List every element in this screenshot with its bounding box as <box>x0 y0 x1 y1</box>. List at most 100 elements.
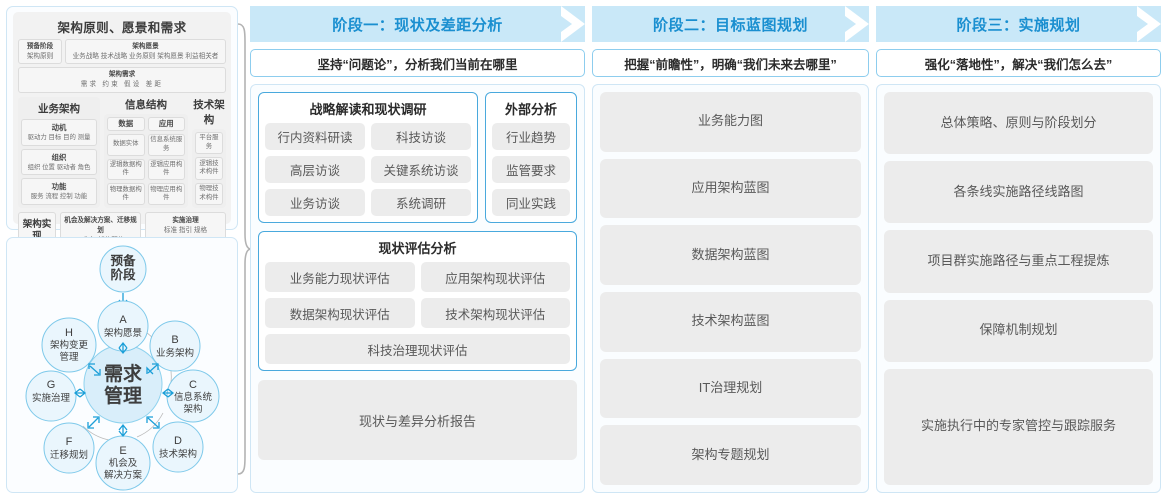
adm-node-g[interactable] <box>25 370 77 422</box>
adm-arrow-a-center <box>118 341 128 355</box>
togaf-column-information-structure: 信息结构 数据 数据实体 逻辑数据构件 物理数据构件 应用 信息系统服务 <box>104 97 188 209</box>
togaf-subcolumn-application-head: 应用 <box>147 116 185 131</box>
chip-implementation-item[interactable]: 各条线实施路径线路图 <box>884 161 1153 224</box>
adm-node-c-label-2: 架构 <box>183 403 202 415</box>
adm-node-preliminary-label-1: 预备 <box>110 253 136 268</box>
stage-2-subtitle-bar: 把握“前瞻性”，明确“我们未来去哪里” <box>592 49 869 77</box>
chevron-right-icon <box>1137 6 1161 42</box>
togaf-block-function-title: 功能 <box>51 182 67 192</box>
togaf-cell-architecture-requirements-items: 需求 约束 假设 差距 <box>80 80 164 88</box>
stage-1-header[interactable]: 阶段一：现状及差距分析 <box>250 6 585 42</box>
adm-arrow-d-center <box>146 416 160 429</box>
left-column: 架构原则、愿景和需求 预备阶段 架构原则 架构愿景 业务战略 技术战略 业务原则… <box>6 6 238 493</box>
adm-node-h[interactable] <box>41 317 97 373</box>
adm-node-f[interactable] <box>43 422 95 474</box>
togaf-subcolumn-data-item: 数据实体 <box>107 133 145 156</box>
group-external-analysis-title: 外部分析 <box>504 102 557 117</box>
stage-2-header-label: 阶段二：目标蓝图规划 <box>652 16 808 34</box>
stage-3-item-list: 总体策略、原则与阶段划分 各条线实施路径线路图 项目群实施路径与重点工程提炼 保… <box>884 92 1153 486</box>
adm-node-e-label-2: 解决方案 <box>104 469 143 481</box>
adm-arrow-g-center <box>73 388 87 398</box>
chip-external-item[interactable]: 行业趋势 <box>492 123 570 150</box>
adm-node-a-label: 架构愿景 <box>104 327 142 339</box>
togaf-cell-architecture-vision-head: 架构愿景 <box>132 43 159 50</box>
chip-external-item[interactable]: 监管要求 <box>492 156 570 183</box>
togaf-subcolumn-data-item: 物理数据构件 <box>107 183 145 206</box>
stage-2: 阶段二：目标蓝图规划 把握“前瞻性”，明确“我们未来去哪里” 业务能力图 应用架… <box>592 6 869 493</box>
stage-1-subtitle-bar: 坚持“问题论”，分析我们当前在哪里 <box>250 49 585 77</box>
togaf-subcolumn-application-item: 逻辑应用构件 <box>147 158 185 181</box>
stage-3-body: 总体策略、原则与阶段划分 各条线实施路径线路图 项目群实施路径与重点工程提炼 保… <box>876 84 1161 493</box>
chip-blueprint-item[interactable]: 应用架构蓝图 <box>600 158 861 219</box>
togaf-cell-preliminary: 预备阶段 架构原则 <box>18 39 62 65</box>
stage-2-header[interactable]: 阶段二：目标蓝图规划 <box>592 6 869 42</box>
stage-3-subtitle-bar: 强化“落地性”，解决“我们怎么去” <box>876 49 1161 77</box>
adm-node-d-key: D <box>174 435 182 447</box>
chip-implementation-item[interactable]: 总体策略、原则与阶段划分 <box>884 92 1153 155</box>
chip-strategy-item[interactable]: 系统调研 <box>371 189 471 216</box>
group-current-state-assessment: 现状评估分析 业务能力现状评估 应用架构现状评估 数据架构现状评估 技术架构现状… <box>258 231 577 371</box>
togaf-row-requirements: 架构需求 需求 约束 假设 差距 <box>18 67 226 93</box>
stage-3-header[interactable]: 阶段三：实施规划 <box>876 6 1161 42</box>
group-current-state-assessment-title: 现状评估分析 <box>378 241 457 256</box>
togaf-realization-governance-title: 实施治理 <box>172 217 199 225</box>
adm-node-b-key: B <box>171 334 178 346</box>
chip-assessment-governance[interactable]: 科技治理现状评估 <box>265 334 570 364</box>
chip-strategy-item[interactable]: 关键系统访谈 <box>371 156 471 183</box>
adm-node-e-key: E <box>119 445 126 457</box>
togaf-column-business-architecture: 业务架构 动机 驱动力 目标 目的 测量 组织 组织 位置 驱动者 角色 功能 … <box>18 96 100 209</box>
togaf-cell-architecture-vision: 架构愿景 业务战略 技术战略 业务原则 架构愿景 利益相关者 <box>65 39 226 65</box>
togaf-domain-columns: 业务架构 动机 驱动力 目标 目的 测量 组织 组织 位置 驱动者 角色 功能 … <box>18 96 226 209</box>
group-strategy-research: 战略解读和现状调研 行内资料研读 科技访谈 高层访谈 关键系统访谈 业务访谈 系… <box>258 92 478 223</box>
togaf-block-organization-title: 组织 <box>51 152 67 162</box>
togaf-column-technology-architecture: 技术架构 平台服务 逻辑技术构件 物理技术构件 <box>192 97 226 209</box>
togaf-framework-title: 架构原则、愿景和需求 <box>57 21 187 35</box>
chip-assessment-item[interactable]: 业务能力现状评估 <box>265 262 415 292</box>
togaf-block-motivation-items: 驱动力 目标 目的 测量 <box>27 133 91 141</box>
chip-assessment-item[interactable]: 数据架构现状评估 <box>265 298 415 328</box>
togaf-block-motivation-title: 动机 <box>51 122 67 132</box>
togaf-realization-opportunities-title: 机会及解决方案、迁移规划 <box>64 217 137 234</box>
chip-blueprint-item[interactable]: 技术架构蓝图 <box>600 292 861 352</box>
togaf-block-motivation: 动机 驱动力 目标 目的 测量 <box>21 118 97 146</box>
chip-blueprint-item[interactable]: 架构专题规划 <box>600 425 861 486</box>
togaf-block-organization: 组织 组织 位置 驱动者 角色 <box>21 148 97 176</box>
chip-blueprint-item[interactable]: 业务能力图 <box>600 92 861 152</box>
chip-blueprint-item[interactable]: IT治理规划 <box>600 358 861 419</box>
adm-node-preliminary-label-2: 阶段 <box>110 267 136 282</box>
chip-blueprint-item[interactable]: 数据架构蓝图 <box>600 225 861 286</box>
chip-strategy-item[interactable]: 行内资料研读 <box>265 123 365 150</box>
togaf-technology-items: 平台服务 逻辑技术构件 物理技术构件 <box>192 128 226 209</box>
chip-external-item[interactable]: 同业实践 <box>492 189 570 216</box>
chip-strategy-item[interactable]: 业务访谈 <box>265 189 365 216</box>
adm-node-c-label-1: 信息系统 <box>174 391 213 403</box>
chevron-right-icon <box>561 6 585 42</box>
chip-implementation-item[interactable]: 实施执行中的专家管控与跟踪服务 <box>884 368 1153 486</box>
stage-1-report-card[interactable]: 现状与差异分析报告 <box>258 380 577 460</box>
togaf-column-business-architecture-head: 业务架构 <box>38 102 80 115</box>
togaf-subcolumn-application: 应用 信息系统服务 逻辑应用构件 物理应用构件 <box>147 116 185 206</box>
adm-node-b-label: 业务架构 <box>156 347 194 359</box>
adm-node-g-key: G <box>47 379 56 391</box>
togaf-block-function: 功能 服务 流程 控制 功能 <box>21 178 97 206</box>
adm-node-g-label: 实施治理 <box>32 392 71 404</box>
chip-assessment-item[interactable]: 技术架构现状评估 <box>420 298 570 328</box>
togaf-technology-item: 物理技术构件 <box>195 182 223 206</box>
chip-strategy-item[interactable]: 高层访谈 <box>265 156 365 183</box>
chip-implementation-item[interactable]: 保障机制规划 <box>884 299 1153 362</box>
chip-assessment-item[interactable]: 应用架构现状评估 <box>420 262 570 292</box>
adm-cycle-card: 预备 阶段 需求 管理 A 架构愿景 B 业务架构 <box>6 237 238 493</box>
chip-implementation-item[interactable]: 项目群实施路径与重点工程提炼 <box>884 230 1153 293</box>
adm-node-b[interactable] <box>149 320 201 372</box>
adm-node-preliminary[interactable] <box>99 245 147 293</box>
togaf-cell-architecture-vision-items: 业务战略 技术战略 业务原则 架构愿景 利益相关者 <box>72 52 219 60</box>
togaf-subcolumn-data: 数据 数据实体 逻辑数据构件 物理数据构件 <box>107 116 145 206</box>
adm-center-label-2: 管理 <box>104 384 142 407</box>
stage-1: 阶段一：现状及差距分析 坚持“问题论”，分析我们当前在哪里 战略解读和现状调研 … <box>250 6 585 493</box>
adm-node-e-label-1: 机会及 <box>109 457 138 469</box>
togaf-technology-item: 平台服务 <box>195 131 223 155</box>
togaf-cell-architecture-requirements-head: 架构需求 <box>108 71 136 79</box>
chip-strategy-item[interactable]: 科技访谈 <box>371 123 471 150</box>
adm-node-d[interactable] <box>152 421 204 473</box>
